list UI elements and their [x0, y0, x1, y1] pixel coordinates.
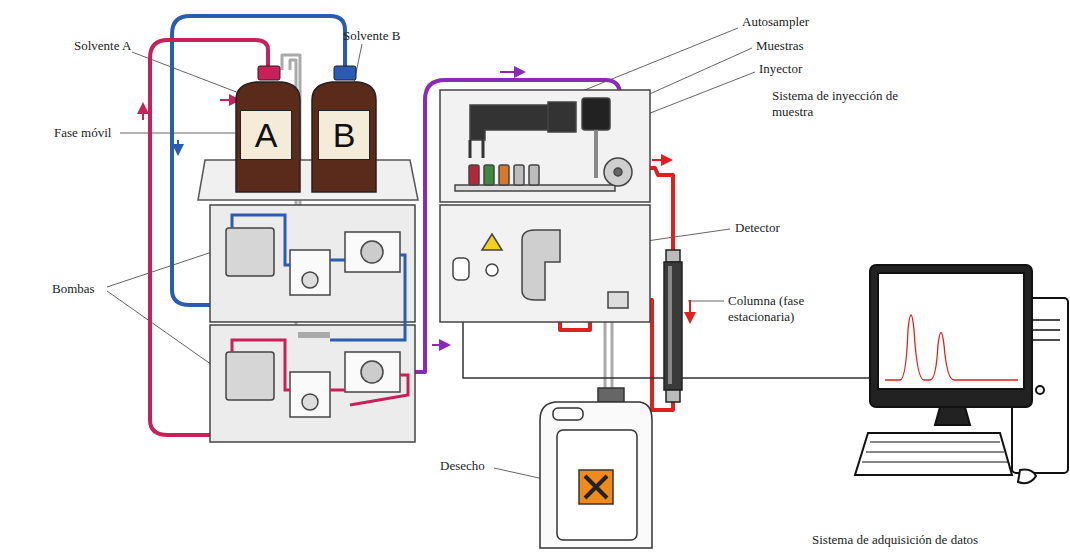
callout-label: Fase móvil — [54, 125, 134, 141]
bottle-tray — [198, 160, 418, 200]
callout-label: Muestras — [756, 38, 846, 54]
bottle-label: B — [318, 110, 370, 160]
callout-label: Solvente B — [343, 28, 433, 44]
callout-label: Inyector — [759, 61, 849, 77]
bottle-letter: B — [333, 117, 356, 153]
callout-label: Sistema de inyección de muestra — [772, 88, 922, 120]
callout-label: Columna (fase estacionaria) — [728, 293, 846, 325]
detector-module — [440, 205, 650, 322]
callout-label: Detector — [735, 220, 825, 236]
bottles — [236, 66, 376, 192]
callout-label: Autosampler — [742, 14, 842, 30]
callout-label: Sistema de adquisición de datos — [812, 532, 1062, 548]
pump-modules — [210, 205, 415, 442]
leader-lines — [107, 28, 755, 480]
callout-label: Desecho — [440, 458, 510, 474]
autosampler-module — [440, 90, 650, 202]
bottle-letter: A — [255, 117, 278, 153]
flow-arrows — [143, 72, 690, 345]
pump-tubing — [232, 215, 408, 405]
callout-label: Bombas — [52, 281, 122, 297]
waste-can — [540, 388, 652, 548]
callout-label: Solvente A — [74, 38, 164, 54]
bottle-label: A — [240, 110, 292, 160]
column — [664, 250, 682, 402]
computer — [855, 265, 1068, 483]
